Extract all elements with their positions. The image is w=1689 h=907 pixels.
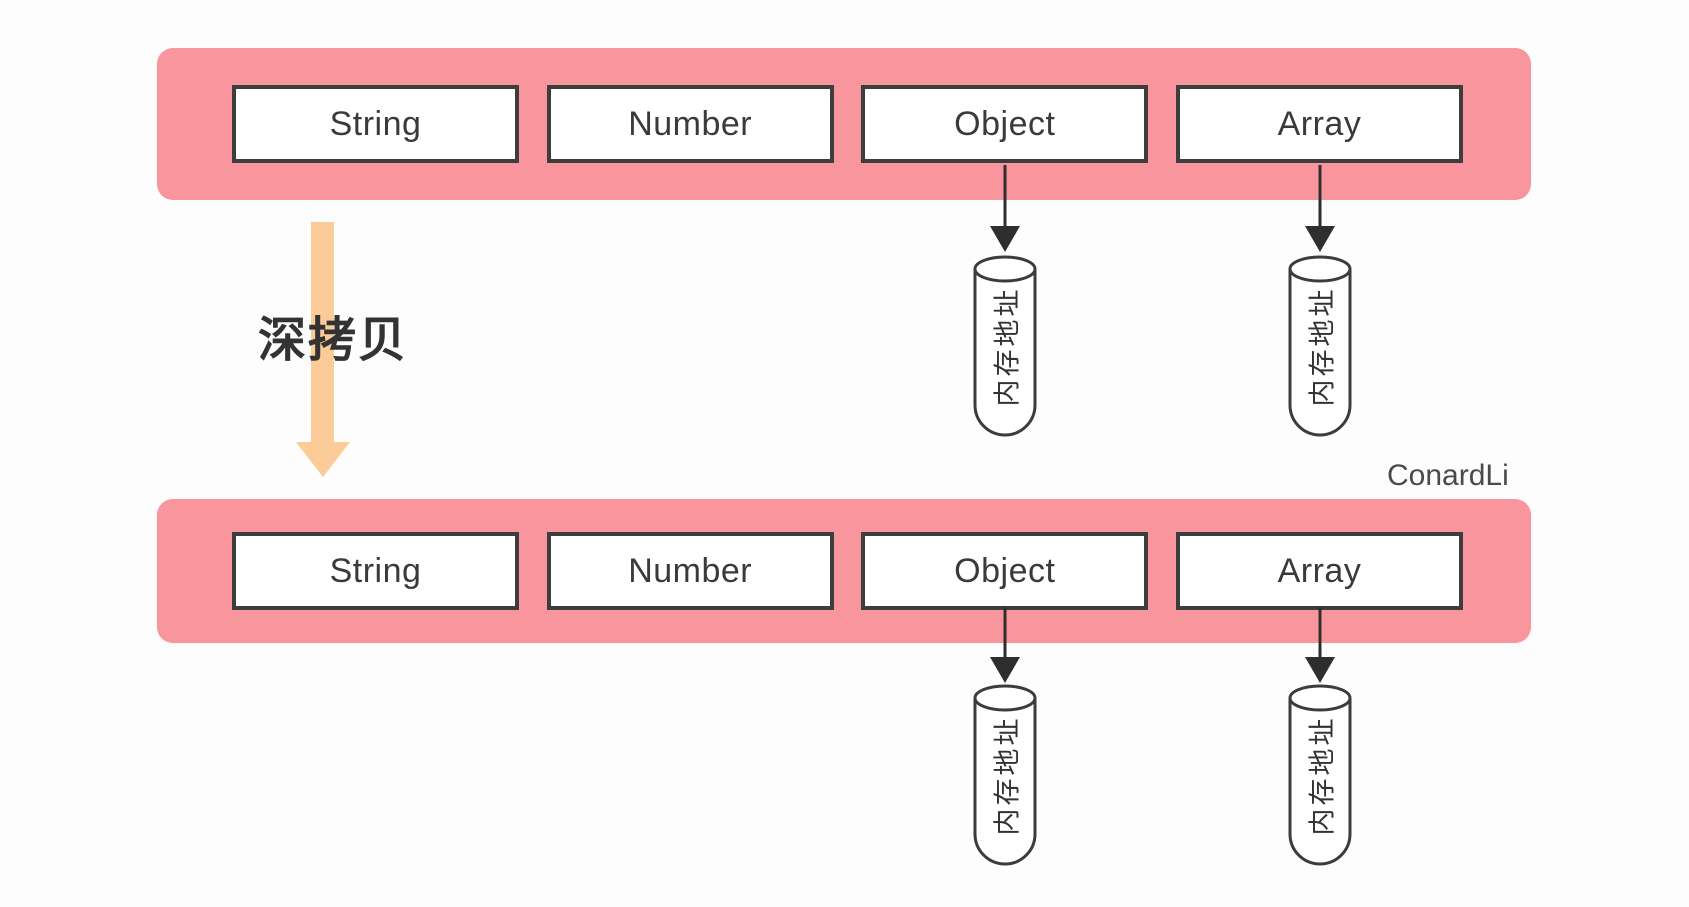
test-tube-icon xyxy=(1288,255,1352,437)
copy-types-bar: String Number Object Array xyxy=(157,499,1531,643)
deep-copy-arrow-icon xyxy=(311,222,334,442)
arrow-shaft xyxy=(1003,165,1007,228)
memory-address-label: 内存地址 xyxy=(1307,715,1338,835)
copy-object-memory-tube: 内存地址 xyxy=(972,683,1038,867)
source-type-box-array: Array xyxy=(1175,85,1463,163)
source-array-reference-arrow-icon xyxy=(1305,165,1335,252)
arrow-shaft xyxy=(1003,607,1007,659)
memory-address-label: 内存地址 xyxy=(992,715,1023,835)
arrow-shaft xyxy=(1318,607,1322,659)
source-types-bar: String Number Object Array xyxy=(157,48,1531,200)
arrow-head-icon xyxy=(990,657,1020,683)
copy-type-box-number: Number xyxy=(546,532,834,610)
source-array-memory-tube: 内存地址 xyxy=(1287,254,1353,438)
source-type-box-object: Object xyxy=(861,85,1149,163)
copy-type-box-string: String xyxy=(232,532,519,610)
memory-address-label: 内存地址 xyxy=(992,286,1023,406)
arrow-head-icon xyxy=(1305,657,1335,683)
arrow-shaft xyxy=(1318,165,1322,228)
source-type-box-number: Number xyxy=(546,85,834,163)
watermark-text: ConardLi xyxy=(1387,459,1509,492)
copy-array-reference-arrow-icon xyxy=(1305,607,1335,683)
source-object-reference-arrow-icon xyxy=(990,165,1020,252)
deep-copy-arrow-head-icon xyxy=(296,442,350,477)
memory-address-label: 内存地址 xyxy=(1307,286,1338,406)
copy-type-box-object: Object xyxy=(861,532,1149,610)
copy-object-reference-arrow-icon xyxy=(990,607,1020,683)
test-tube-icon xyxy=(973,684,1037,866)
test-tube-icon xyxy=(1288,684,1352,866)
arrow-head-icon xyxy=(990,226,1020,252)
source-object-memory-tube: 内存地址 xyxy=(972,254,1038,438)
deep-copy-label: 深拷贝 xyxy=(258,314,409,367)
arrow-head-icon xyxy=(1305,226,1335,252)
test-tube-icon xyxy=(973,255,1037,437)
copy-array-memory-tube: 内存地址 xyxy=(1287,683,1353,867)
copy-type-box-array: Array xyxy=(1175,532,1463,610)
source-type-box-string: String xyxy=(232,85,519,163)
